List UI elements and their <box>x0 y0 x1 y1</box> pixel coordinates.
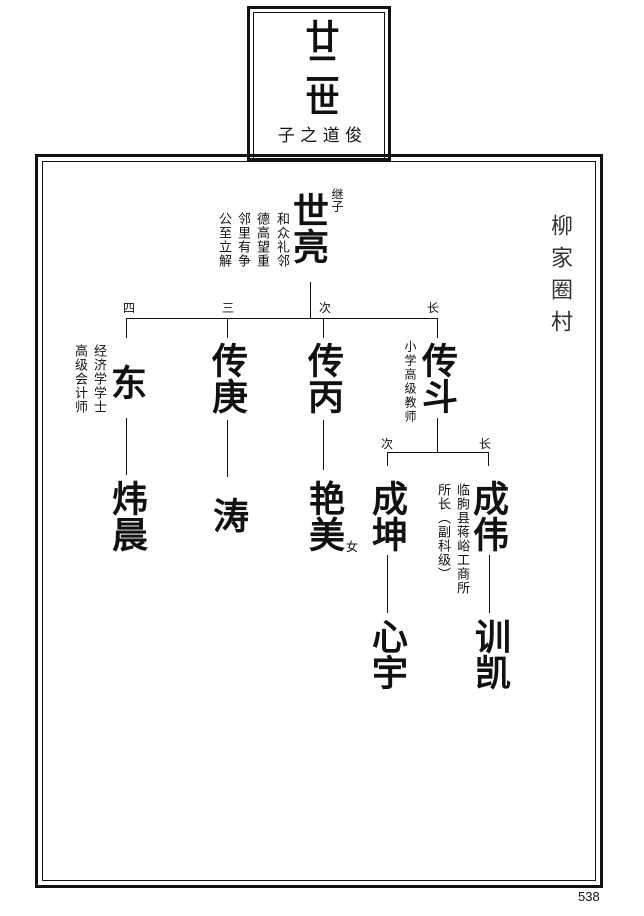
connector-line <box>323 318 324 338</box>
child-note: 小学高级教师 <box>403 340 417 424</box>
grandchild-name: 成坤 <box>366 480 408 552</box>
page-number: 538 <box>578 889 600 904</box>
order-label: 次 <box>381 437 394 451</box>
root-note: 德高望重 <box>254 212 269 268</box>
connector-line <box>227 318 228 338</box>
great-grandchild-name: 心宇 <box>366 618 408 690</box>
connector-line <box>227 420 228 477</box>
grandchild-note: 所长（副科级） <box>435 483 450 581</box>
grandchild-name: 艳美 <box>303 480 345 552</box>
order-label: 三 <box>222 301 235 315</box>
gender-tag: 女 <box>346 540 359 554</box>
order-label: 四 <box>123 301 136 315</box>
connector-line <box>437 318 438 338</box>
child-note: 高级会计师 <box>72 344 87 414</box>
order-label: 长 <box>427 301 440 315</box>
root-note: 邻里有争 <box>235 212 250 268</box>
connector-line <box>126 318 438 319</box>
great-grandchild-name: 训凯 <box>469 618 511 690</box>
connector-line <box>387 452 489 453</box>
grandchild-name: 成伟 <box>467 480 509 552</box>
grandchild-name: 涛 <box>207 497 249 533</box>
generation-title: 廿二世 <box>299 19 339 115</box>
connector-line <box>323 420 324 470</box>
order-label: 长 <box>479 437 492 451</box>
connector-line <box>310 282 311 318</box>
connector-line <box>489 555 490 613</box>
child-name-chuandou: 传斗 <box>416 342 458 414</box>
family-tree-frame <box>35 154 603 888</box>
root-name: 世亮 <box>287 192 329 264</box>
connector-line <box>126 318 127 338</box>
connector-line <box>437 418 438 452</box>
grandchild-note: 临朐县蒋峪工商所 <box>454 483 469 595</box>
connector-line <box>126 418 127 475</box>
generation-chars: 子 之 道 俊 <box>277 126 363 146</box>
order-label: 次 <box>319 301 332 315</box>
generation-box: 廿二世 子 之 道 俊 <box>247 6 391 161</box>
child-name-chuangeng: 传庚 <box>206 342 248 414</box>
grandchild-name: 炜晨 <box>106 480 148 552</box>
connector-line <box>387 452 388 466</box>
root-tag: 继子 <box>330 188 344 212</box>
child-note: 经济学学士 <box>91 344 106 414</box>
root-note: 和众礼邻 <box>274 212 289 268</box>
child-name-chuanbing: 传丙 <box>302 342 344 414</box>
connector-line <box>387 555 388 613</box>
village-name: 柳家圈村 <box>547 214 572 342</box>
root-note: 公至立解 <box>216 212 231 268</box>
child-name-dong: 东 <box>105 364 147 400</box>
connector-line <box>488 452 489 466</box>
